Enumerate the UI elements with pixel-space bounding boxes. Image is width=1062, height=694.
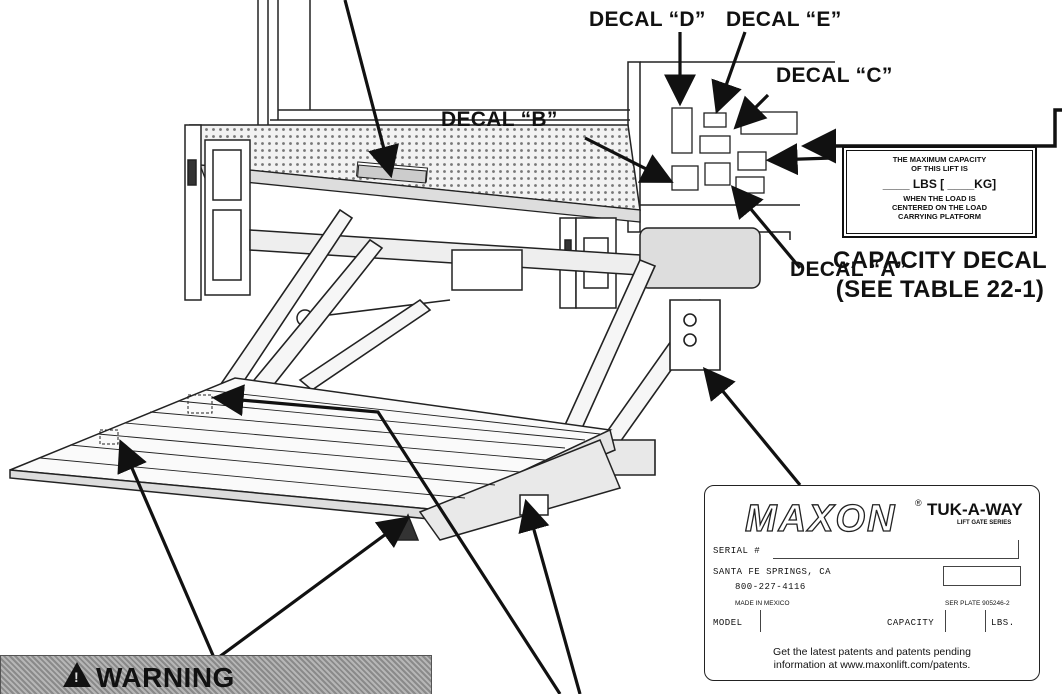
capacity-line-6: CARRYING PLATFORM	[898, 212, 981, 221]
capacity-decal-inner: THE MAXIMUM CAPACITY OF THIS LIFT IS ___…	[846, 150, 1033, 234]
lbs-divider	[985, 610, 986, 632]
series-subtitle: LIFT GATE SERIES	[957, 520, 1012, 526]
capacity-line-5: CENTERED ON THE LOAD	[891, 203, 987, 212]
maxon-logo: MAXON	[744, 497, 897, 540]
serial-plate: MAXON ® TUK-A-WAY LIFT GATE SERIES SERIA…	[704, 485, 1040, 681]
patent-line-2: information at www.maxonlift.com/patents…	[773, 659, 971, 671]
wall-decals	[671, 107, 798, 194]
plate-id-text: SER PLATE 905246-2	[945, 600, 1010, 607]
decal-d-label: DECAL “D”	[589, 8, 706, 31]
model-label: MODEL	[713, 618, 743, 628]
decal-c-label: DECAL “C”	[776, 64, 893, 87]
decal-b-label: DECAL “B”	[441, 108, 558, 131]
blank-box	[943, 566, 1021, 586]
capacity-line-4: WHEN THE LOAD IS	[903, 194, 976, 203]
city-text: SANTA FE SPRINGS, CA	[713, 567, 832, 577]
capacity-line-3: ____ LBS [ ____KG]	[882, 177, 997, 191]
warning-banner: WARNING	[0, 655, 432, 694]
series-name: TUK-A-WAY	[927, 500, 1023, 519]
pointer-arrows	[117, 0, 1062, 694]
left-column	[184, 124, 251, 301]
capacity-decal-title: CAPACITY DECAL (SEE TABLE 22-1)	[820, 246, 1060, 304]
decal-a-label: DECAL “A”	[790, 258, 907, 281]
serial-label: SERIAL #	[713, 546, 761, 556]
capacity-decal-title-line2: (SEE TABLE 22-1)	[835, 276, 1045, 303]
capacity-line-2: OF THIS LIFT IS	[911, 164, 968, 173]
warning-text: WARNING	[96, 662, 235, 693]
capacity-divider	[945, 610, 946, 632]
capacity-label: CAPACITY	[887, 618, 935, 628]
lbs-label: LBS.	[991, 618, 1015, 628]
patent-line-1: Get the latest patents and patents pendi…	[773, 646, 971, 658]
registered-mark: ®	[915, 498, 922, 508]
made-in-text: MADE IN MEXICO	[735, 600, 790, 607]
model-divider	[760, 610, 761, 632]
capacity-decal: THE MAXIMUM CAPACITY OF THIS LIFT IS ___…	[842, 146, 1037, 238]
serial-field	[773, 540, 1019, 559]
capacity-line-1: THE MAXIMUM CAPACITY	[892, 155, 987, 164]
capacity-decal-title-line1: CAPACITY DECAL	[833, 247, 1047, 274]
phone-text: 800-227-4116	[735, 582, 806, 592]
warning-icon	[63, 662, 91, 687]
decal-e-label: DECAL “E”	[726, 8, 842, 31]
